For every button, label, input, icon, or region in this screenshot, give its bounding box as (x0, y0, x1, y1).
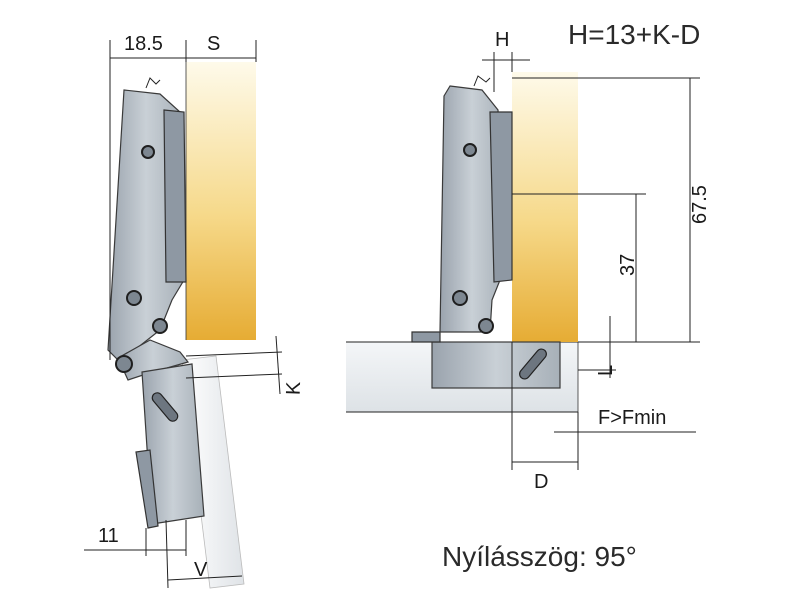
left-k-dim-line (275, 335, 281, 395)
opening-angle-caption: Nyílásszög: 95° (442, 541, 637, 572)
left-hinge-cup (163, 109, 187, 283)
right-plate-lip (411, 331, 441, 343)
left-dim-v: V (194, 559, 208, 581)
right-spring-clip (473, 75, 491, 87)
right-dim-fmin: F>Fmin (598, 407, 666, 429)
left-dim-s: S (207, 33, 220, 55)
left-plate-foot (135, 449, 159, 529)
left-v-ext-a (165, 519, 169, 589)
left-view: 18.5 S K 11 V (84, 33, 305, 589)
formula-text: H=13+K-D (568, 19, 700, 50)
left-hole-pivot (115, 355, 133, 373)
left-dim-k: K (283, 381, 305, 396)
left-v-dim-line (167, 575, 243, 581)
left-spring-clip (145, 77, 161, 89)
right-hinge-arm (439, 85, 505, 333)
left-hole-low (152, 318, 168, 334)
right-dim-37: 37 (617, 254, 639, 276)
left-door-panel (186, 62, 256, 340)
right-door-panel (512, 72, 578, 342)
right-dim-l: L (595, 365, 617, 376)
right-hole-top (463, 143, 477, 157)
right-plate-slot (519, 348, 547, 380)
left-hole-mid (126, 290, 142, 306)
left-k-ext-top (185, 351, 283, 357)
right-dim-67-5: 67.5 (689, 185, 711, 224)
left-dim-11: 11 (98, 525, 119, 547)
left-hole-top (141, 145, 155, 159)
right-dim-h: H (495, 29, 509, 51)
right-hinge-cup (489, 111, 513, 283)
right-view: H=13+K-D H 67.5 37 L (346, 19, 711, 572)
right-hole-mid (452, 290, 468, 306)
left-plate-slot (151, 392, 179, 422)
left-k-ext-bottom (185, 373, 283, 379)
right-hole-low (478, 318, 494, 334)
left-dim-18-5: 18.5 (124, 33, 163, 55)
left-hinge-link (117, 339, 190, 381)
right-dim-d: D (534, 471, 548, 493)
